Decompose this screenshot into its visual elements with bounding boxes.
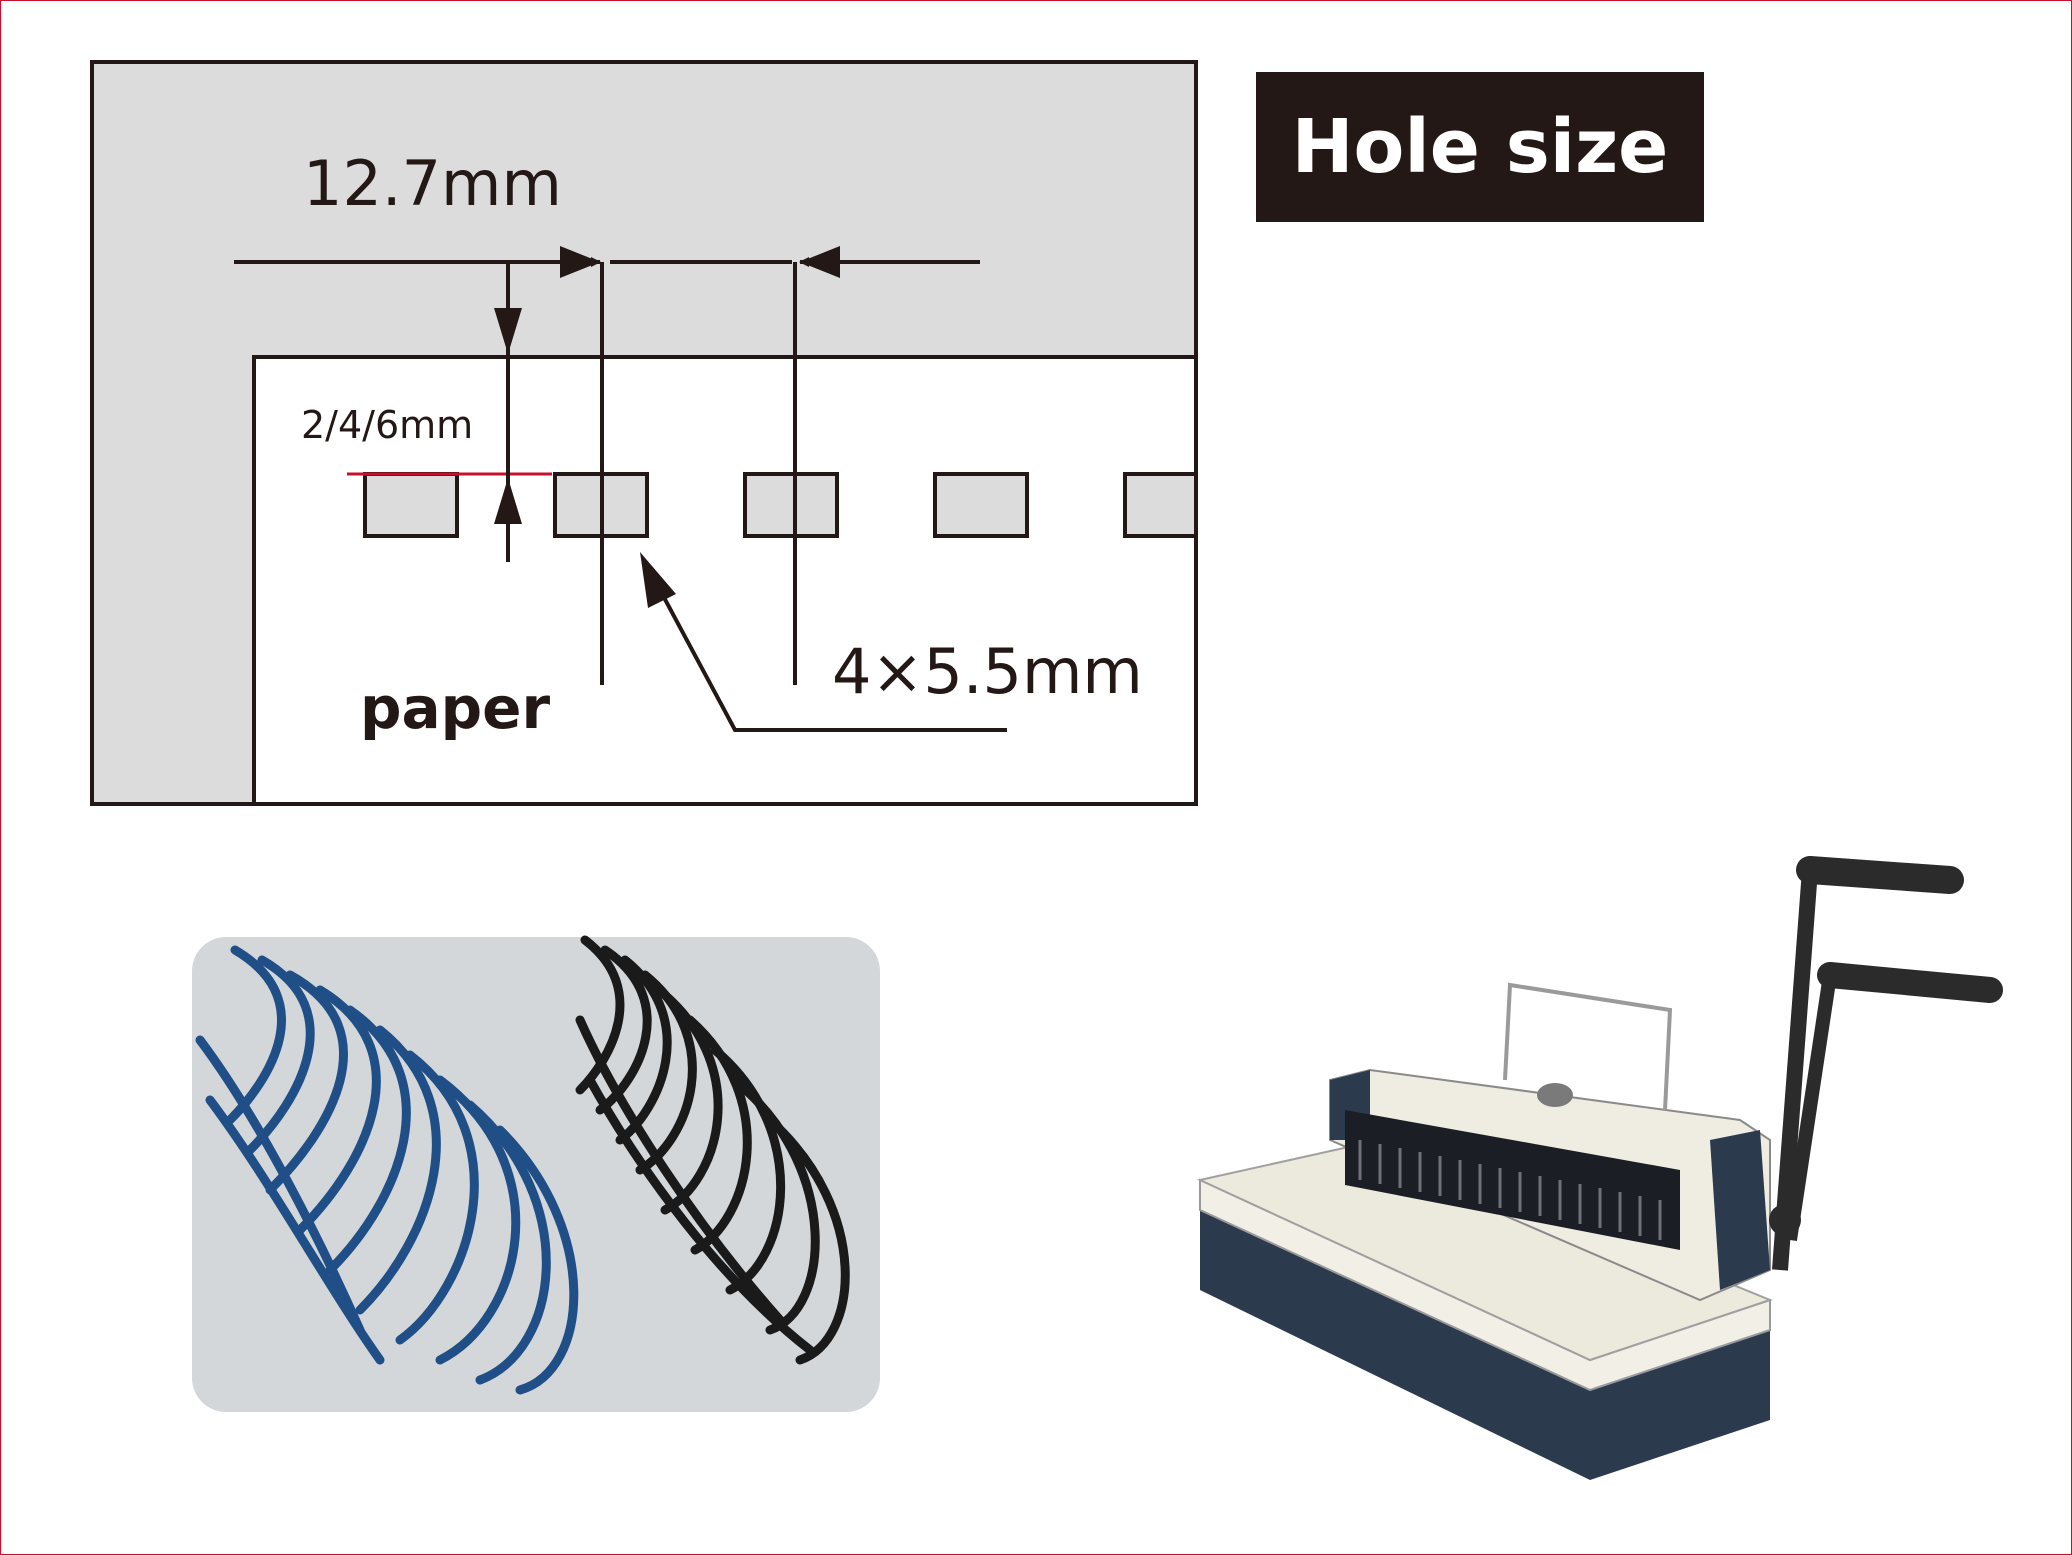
hole <box>363 472 459 538</box>
hole <box>933 472 1029 538</box>
paper-sheet <box>252 355 1196 804</box>
pitch-label: 12.7mm <box>303 147 562 220</box>
hole-size-label: 4×5.5mm <box>832 635 1143 708</box>
margin-label: 2/4/6mm <box>301 403 473 447</box>
hole <box>743 472 839 538</box>
paper-label: paper <box>360 674 551 742</box>
hole-size-leader <box>658 589 1007 732</box>
binding-machine-photo <box>1196 856 2003 1480</box>
hole <box>1123 472 1198 538</box>
blue-wire-coil <box>195 945 579 1395</box>
hole-size-title: Hole size <box>1256 72 1704 222</box>
binding-wire-photo <box>192 935 880 1412</box>
black-wire-coil <box>575 935 850 1365</box>
